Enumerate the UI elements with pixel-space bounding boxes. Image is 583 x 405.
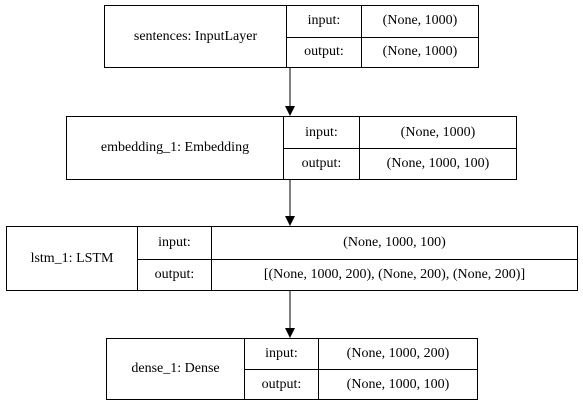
node-dense-1: dense_1: Dense input: (None, 1000, 200) …	[106, 338, 478, 400]
output-value: [(None, 1000, 200), (None, 200), (None, …	[263, 266, 526, 282]
input-value: (None, 1000)	[400, 124, 476, 140]
output-row: output: (None, 1000, 100)	[245, 369, 477, 399]
input-value: (None, 1000)	[382, 13, 458, 29]
edge-embedding-to-lstm	[285, 180, 295, 226]
output-row: output: (None, 1000, 100)	[284, 148, 516, 179]
output-value: (None, 1000)	[382, 44, 458, 60]
edge-input-to-embedding	[285, 68, 295, 116]
output-row: output: [(None, 1000, 200), (None, 200),…	[138, 258, 577, 290]
node-lstm-1: lstm_1: LSTM input: (None, 1000, 100) ou…	[6, 226, 578, 291]
output-label: output:	[138, 259, 212, 290]
layer-name: sentences: InputLayer	[105, 6, 287, 67]
input-label: input:	[287, 6, 362, 37]
io-grid: input: (None, 1000) output: (None, 1000,…	[284, 117, 516, 179]
output-label: output:	[284, 149, 360, 179]
io-grid: input: (None, 1000, 200) output: (None, …	[245, 339, 477, 399]
output-row: output: (None, 1000)	[287, 36, 478, 67]
input-row: input: (None, 1000, 200)	[245, 339, 477, 369]
output-value: (None, 1000, 100)	[346, 376, 450, 392]
input-row: input: (None, 1000, 100)	[138, 227, 577, 259]
layer-name: lstm_1: LSTM	[7, 227, 138, 290]
node-sentences-inputlayer: sentences: InputLayer input: (None, 1000…	[104, 5, 479, 68]
input-label: input:	[284, 117, 360, 148]
io-grid: input: (None, 1000) output: (None, 1000)	[287, 6, 478, 67]
io-grid: input: (None, 1000, 100) output: [(None,…	[138, 227, 577, 290]
input-label: input:	[245, 339, 319, 369]
input-row: input: (None, 1000)	[287, 6, 478, 37]
output-value: (None, 1000, 100)	[386, 156, 490, 171]
layer-name: embedding_1: Embedding	[67, 117, 284, 179]
input-label: input:	[138, 227, 212, 259]
output-label: output:	[245, 370, 319, 399]
edge-lstm-to-dense	[285, 291, 295, 338]
input-row: input: (None, 1000)	[284, 117, 516, 148]
output-label: output:	[287, 37, 362, 67]
node-embedding-1: embedding_1: Embedding input: (None, 100…	[66, 116, 517, 180]
layer-name: dense_1: Dense	[107, 339, 245, 399]
input-value: (None, 1000, 100)	[343, 234, 446, 250]
input-value: (None, 1000, 200)	[346, 346, 450, 361]
